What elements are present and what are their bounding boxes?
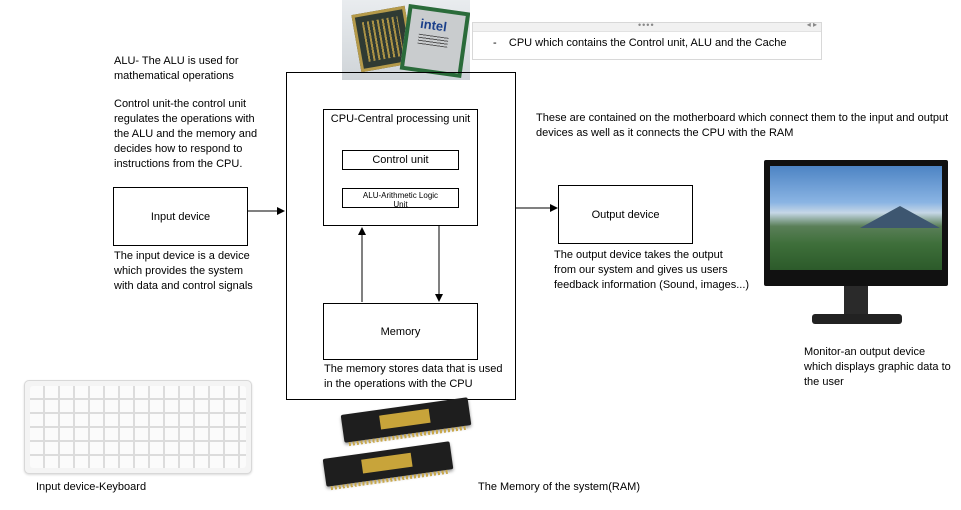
ram-stick: [340, 397, 472, 447]
memory-desc-line: The memory stores data that is used: [324, 363, 503, 375]
output-desc-line: from our system and gives us users: [554, 264, 728, 276]
ram-caption: The Memory of the system(RAM): [478, 481, 640, 493]
motherboard-note-line: devices as well as it connects the CPU w…: [536, 127, 794, 139]
monitor-frame: [764, 160, 948, 286]
alu-note-line: ALU- The ALU is used for: [114, 55, 239, 67]
input-desc-line: with data and control signals: [114, 280, 253, 292]
control-unit-note-line: decides how to respond to: [114, 143, 243, 155]
cpu-photo: intel: [342, 0, 470, 80]
control-unit-note-line: regulates the operations with: [114, 113, 255, 125]
mountain-shape: [860, 206, 940, 228]
monitor-caption-line: Monitor-an output device: [804, 346, 926, 358]
monitor-caption-line: which displays graphic data to: [804, 361, 951, 373]
monitor-photo: [764, 160, 950, 328]
control-unit-note-line: instructions from the CPU.: [114, 158, 243, 170]
memory-label: Memory: [380, 325, 421, 338]
motherboard-note: These are contained on the motherboard w…: [536, 111, 948, 141]
memory-box: Memory: [323, 303, 478, 360]
output-device-box: Output device: [558, 185, 693, 244]
nav-arrows-icon[interactable]: ◂ ▸: [806, 20, 817, 29]
cpu-box: CPU-Central processing unit: [323, 109, 478, 226]
control-unit-box: Control unit: [342, 150, 459, 170]
motherboard-note-line: These are contained on the motherboard w…: [536, 112, 949, 124]
input-device-box: Input device: [113, 187, 248, 246]
monitor-stand: [844, 286, 868, 314]
ram-stick: [322, 441, 454, 491]
system-box: [286, 72, 516, 400]
cpu-title: CPU-Central processing unit: [330, 113, 471, 125]
output-desc-line: feedback information (Sound, images...): [554, 279, 750, 291]
input-device-label: Input device: [150, 210, 211, 223]
comment-text: - CPU which contains the Control unit, A…: [493, 37, 787, 49]
alu-label: ALU-Arithmetic Logic: [362, 191, 439, 200]
control-unit-note-line: Control unit-the control unit: [114, 98, 247, 110]
ram-photo: [320, 397, 472, 502]
alu-note-line: mathematical operations: [114, 70, 234, 82]
monitor-caption: Monitor-an output device which displays …: [804, 345, 951, 390]
control-unit-label: Control unit: [372, 154, 429, 166]
output-device-label: Output device: [591, 208, 660, 221]
input-device-description: The input device is a device which provi…: [114, 249, 253, 294]
keyboard-photo: [24, 380, 252, 474]
memory-description: The memory stores data that is used in t…: [324, 362, 503, 392]
comment-box[interactable]: •••• ◂ ▸ - CPU which contains the Contro…: [472, 20, 822, 60]
ram-label: [379, 408, 431, 430]
monitor-screen: [770, 166, 942, 270]
output-device-description: The output device takes the output from …: [554, 248, 749, 293]
ram-pins: [348, 425, 468, 447]
keyboard-caption: Input device-Keyboard: [36, 481, 147, 493]
input-desc-line: which provides the system: [114, 265, 243, 277]
comment-text-content: CPU which contains the Control unit, ALU…: [508, 37, 787, 49]
alu-label-line2: Unit: [393, 200, 408, 208]
monitor-caption-line: the user: [804, 376, 844, 388]
alu-note: ALU- The ALU is used for mathematical op…: [114, 54, 239, 84]
comment-bullet: -: [493, 37, 497, 49]
memory-desc-line: in the operations with the CPU: [324, 378, 473, 390]
ram-pins: [330, 469, 450, 491]
monitor-base: [812, 314, 902, 324]
drag-handle-icon[interactable]: ••••: [638, 20, 655, 30]
alu-box: ALU-Arithmetic Logic Unit: [342, 188, 459, 208]
output-desc-line: The output device takes the output: [554, 249, 723, 261]
input-desc-line: The input device is a device: [114, 250, 250, 262]
comment-title-bar[interactable]: •••• ◂ ▸: [473, 20, 821, 32]
ram-label: [361, 452, 413, 474]
keyboard-keys: [30, 386, 246, 468]
control-unit-note: Control unit-the control unit regulates …: [114, 97, 257, 172]
control-unit-note-line: the ALU and the memory and: [114, 128, 258, 140]
